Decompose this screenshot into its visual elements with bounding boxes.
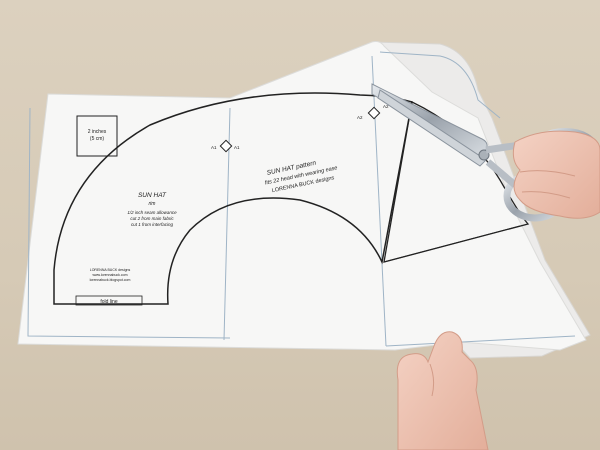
notch-a1-right-label: A1 [234, 145, 240, 150]
notch-a2-left-label: A2 [357, 115, 363, 120]
notch-a1 [219, 139, 233, 153]
brim-note-3: cut 1 from interfacing [131, 222, 174, 227]
fold-line-label: fold line [100, 299, 117, 305]
credit-line-1: LORENNA BUCK designs [90, 268, 131, 272]
scale-square-text-1: 2 inches [88, 129, 107, 135]
notch-a2-right-label: A2 [383, 104, 389, 109]
scissors-blade-bottom [377, 89, 487, 167]
left-hand [396, 331, 489, 450]
fold-line-box [75, 295, 143, 306]
notch-a2 [367, 106, 381, 120]
credit-line-2: www.lorennabuck.com [92, 273, 127, 277]
brim-note-1: 1/2 inch seam allowance [127, 210, 177, 215]
brim-subtitle: rim [149, 201, 156, 207]
brim-title: SUN HAT [138, 192, 167, 199]
scissors [371, 83, 599, 222]
scale-square-text-2: (5 cm) [90, 136, 105, 142]
brim-pattern-outline [53, 92, 413, 305]
paper-sheet [17, 41, 587, 351]
right-hand [512, 130, 600, 219]
credit-line-3: lorennabuck.blogspot.com [90, 278, 131, 282]
cut-edge [383, 225, 521, 263]
notch-a1-left-label: A1 [211, 145, 217, 150]
brim-note-2: cut 2 from main fabric [130, 216, 174, 221]
scale-square [76, 115, 118, 157]
